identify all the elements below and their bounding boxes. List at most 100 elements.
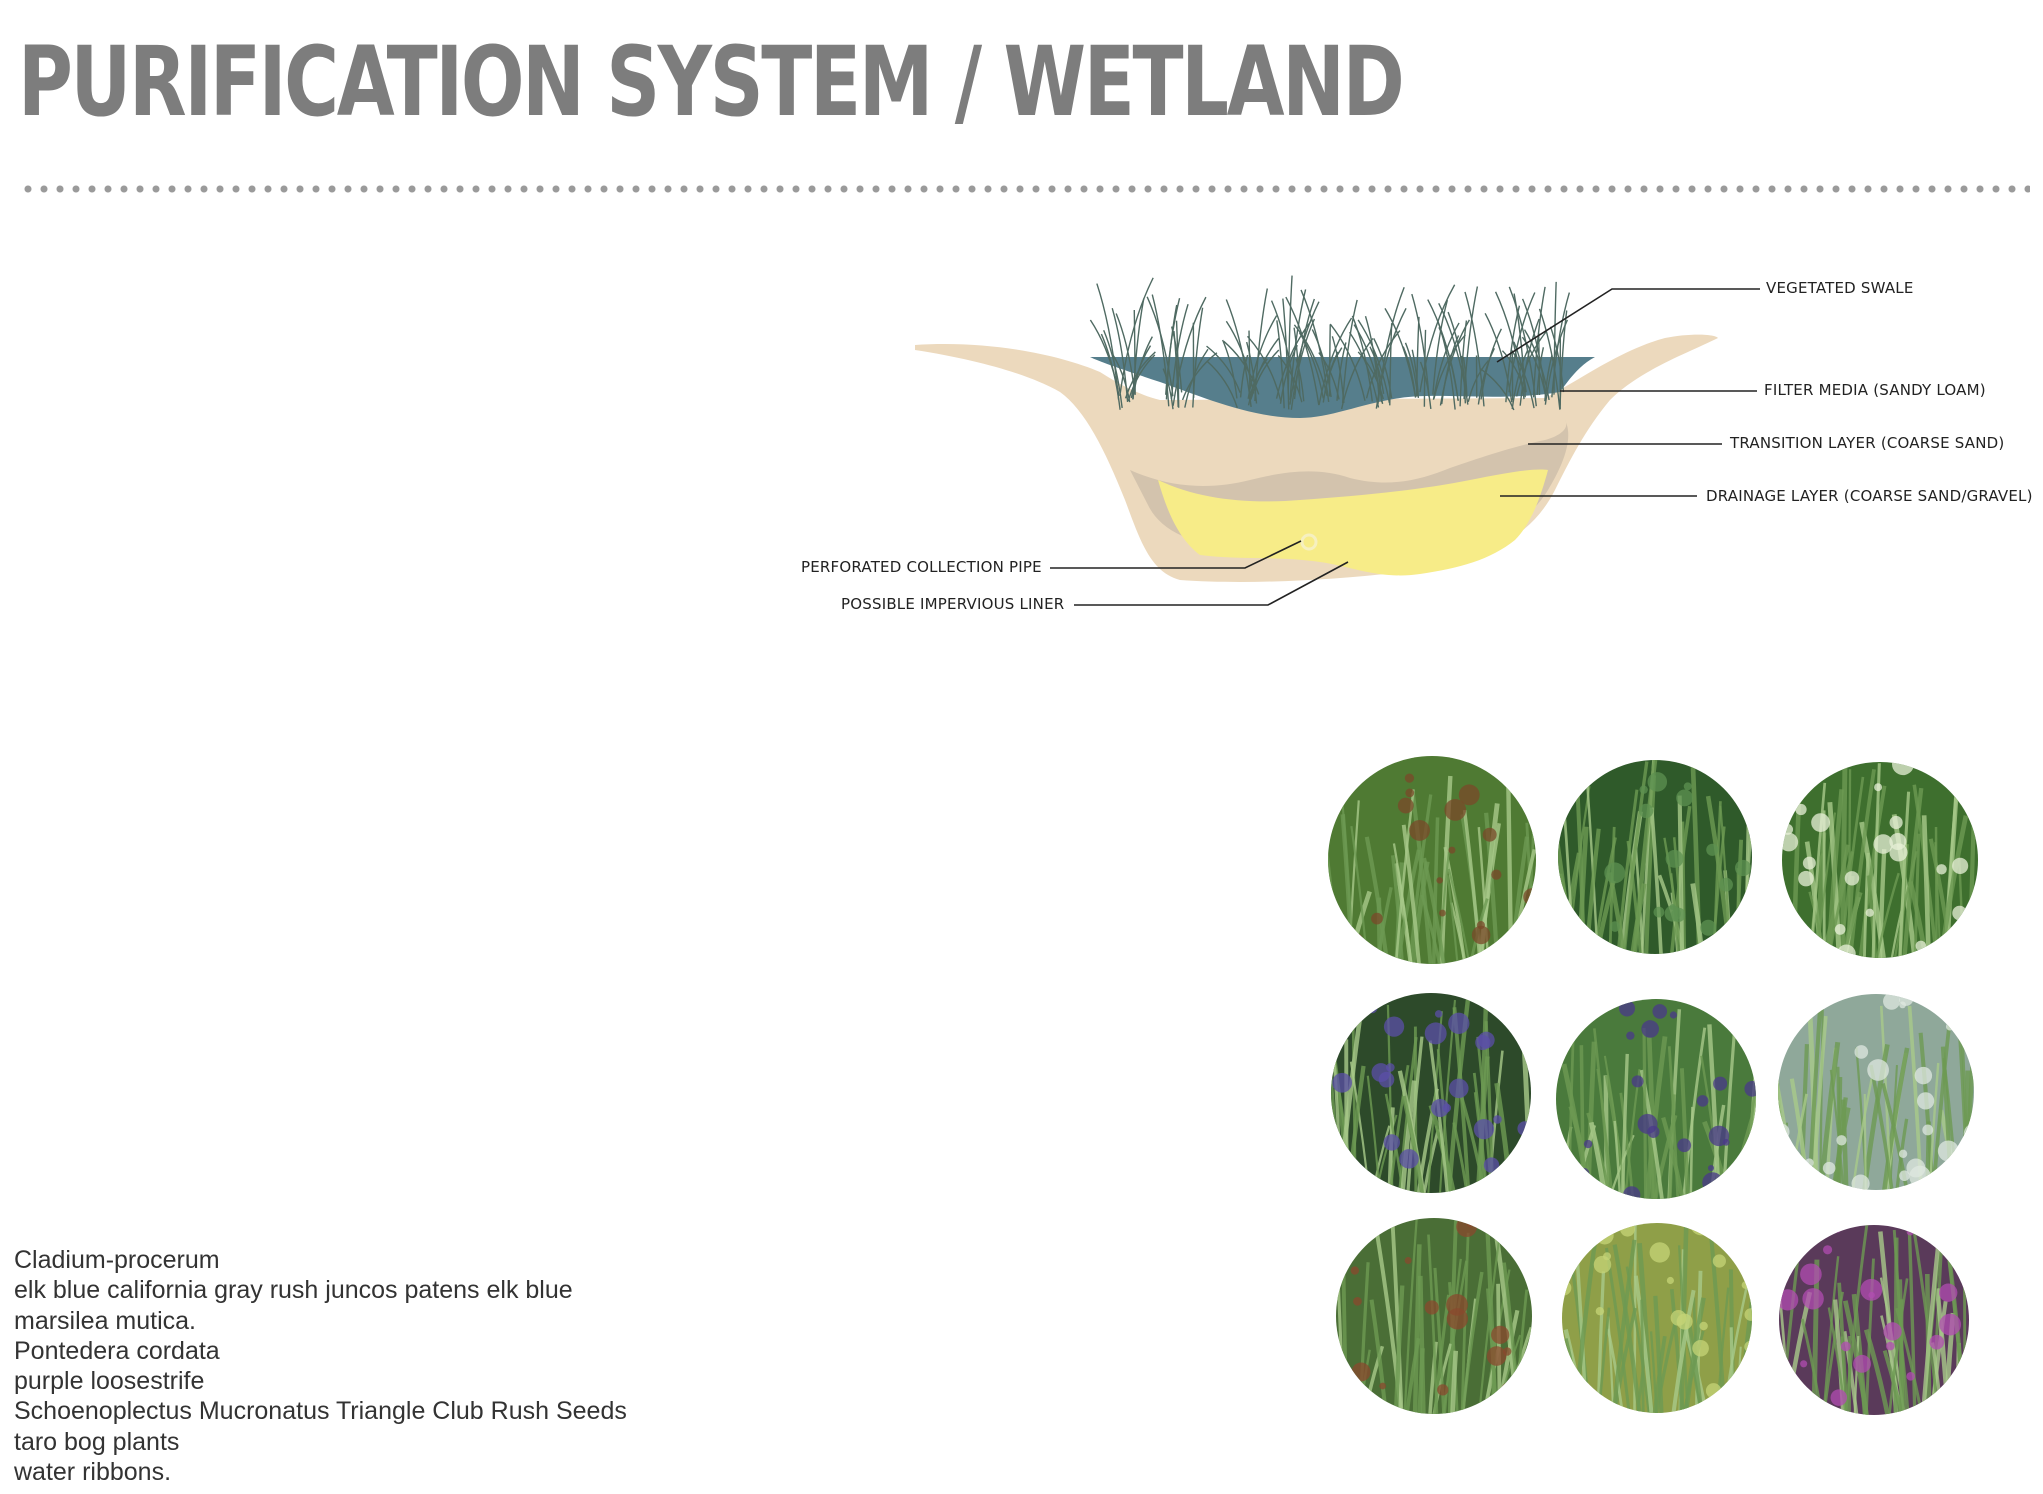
grass-blade bbox=[1402, 346, 1417, 397]
grass-blade bbox=[1119, 277, 1154, 393]
grass-blade bbox=[1239, 354, 1249, 398]
grass-blade bbox=[1285, 296, 1320, 406]
dotted-divider bbox=[20, 184, 2030, 194]
grass-blade bbox=[1537, 332, 1541, 396]
grass-blade bbox=[1287, 275, 1293, 394]
grass-blade bbox=[1172, 296, 1207, 406]
page-title: PURIFICATION SYSTEM / WETLAND bbox=[18, 26, 1405, 138]
grass-blade bbox=[1357, 319, 1391, 404]
taro-leaf-icon bbox=[1558, 760, 1752, 954]
leader-line bbox=[1496, 288, 1760, 363]
grass-blade bbox=[1513, 341, 1527, 393]
grass-blade bbox=[1404, 342, 1419, 395]
grass-blade bbox=[1377, 286, 1405, 405]
grass-blade bbox=[1181, 352, 1218, 401]
grass-blade bbox=[1480, 328, 1503, 400]
grass-blade bbox=[1369, 346, 1385, 394]
grass-blade bbox=[1162, 368, 1174, 410]
grass-blade bbox=[1270, 300, 1296, 395]
plant-name: Schoenoplectus Mucronatus Triangle Club … bbox=[14, 1397, 627, 1426]
leader-line bbox=[1050, 540, 1302, 569]
grass-blade bbox=[1432, 299, 1449, 395]
grass-blade bbox=[1364, 315, 1380, 395]
grass-blade bbox=[1419, 361, 1432, 410]
drainage-layer bbox=[1158, 469, 1548, 576]
grass-blade bbox=[1295, 358, 1305, 402]
grass-blade bbox=[1544, 354, 1553, 402]
grass-blade bbox=[1357, 351, 1384, 400]
pickerelweed-icon bbox=[1331, 993, 1531, 1193]
grass-blade bbox=[1329, 323, 1366, 401]
grass-blade bbox=[1254, 288, 1268, 402]
grass-blade bbox=[1519, 318, 1540, 406]
grass-blade bbox=[1373, 338, 1393, 399]
label-vegetated-swale: VEGETATED SWALE bbox=[1766, 279, 1914, 297]
grass-blade bbox=[1551, 292, 1571, 398]
grass-blade bbox=[1484, 312, 1513, 403]
grass-blade bbox=[1103, 329, 1123, 408]
grass-blade bbox=[1411, 349, 1420, 398]
rush-grass-icon bbox=[1328, 756, 1536, 964]
plant-name: elk blue california gray rush juncos pat… bbox=[14, 1276, 573, 1305]
grass-blade bbox=[1175, 320, 1180, 408]
label-collection-pipe: PERFORATED COLLECTION PIPE bbox=[801, 558, 1042, 576]
vegetation-grass bbox=[1089, 275, 1571, 411]
grass-blade bbox=[1318, 352, 1340, 400]
grass-blade bbox=[1515, 331, 1547, 397]
grass-blade bbox=[1341, 299, 1358, 404]
grass-blade bbox=[1441, 335, 1460, 405]
grass-blade bbox=[1246, 335, 1282, 402]
grass-blade bbox=[1553, 281, 1557, 395]
grass-blade bbox=[1510, 349, 1535, 409]
grass-blade bbox=[1436, 319, 1456, 410]
grass-blade bbox=[1275, 320, 1312, 399]
grass-blade bbox=[1250, 349, 1280, 400]
grass-blade bbox=[1433, 334, 1466, 399]
grass-blade bbox=[1447, 311, 1468, 394]
grass-blade bbox=[1477, 348, 1495, 405]
leader-line bbox=[1074, 561, 1349, 606]
grass-blade bbox=[1089, 319, 1120, 397]
club-rush-icon bbox=[1336, 1218, 1532, 1414]
plant-name: marsilea mutica. bbox=[14, 1306, 196, 1335]
grass-blade bbox=[1248, 330, 1251, 393]
grass-blade bbox=[1423, 329, 1427, 407]
label-drainage-layer: DRAINAGE LAYER (COARSE SAND/GRAVEL) bbox=[1706, 487, 2033, 505]
grass-blade bbox=[1206, 345, 1241, 393]
plant-name: water ribbons. bbox=[14, 1458, 172, 1487]
grass-blade bbox=[1279, 344, 1298, 404]
grass-blade bbox=[1111, 307, 1129, 402]
grass-blade bbox=[1124, 351, 1156, 399]
grass-blade bbox=[1351, 315, 1373, 402]
plant-name: Pontedera cordata bbox=[14, 1336, 220, 1365]
water-ribbon-icon bbox=[1782, 762, 1978, 958]
plant-name: purple loosestrife bbox=[14, 1367, 205, 1396]
grass-blade bbox=[1549, 326, 1565, 393]
grass-blade bbox=[1225, 320, 1255, 394]
grass-blade bbox=[1184, 348, 1209, 408]
grass-blade bbox=[1298, 332, 1324, 399]
grass-blade bbox=[1322, 351, 1339, 403]
callout-leader-lines bbox=[1050, 288, 1760, 606]
grass-blade bbox=[1293, 298, 1316, 400]
grass-blade bbox=[1132, 298, 1145, 400]
plant-name: taro bog plants bbox=[14, 1427, 180, 1456]
plant-species-list: Cladium-procerum elk blue california gra… bbox=[14, 1245, 627, 1487]
label-filter-media: FILTER MEDIA (SANDY LOAM) bbox=[1764, 381, 1986, 399]
grass-blade bbox=[1318, 317, 1353, 406]
grass-blade bbox=[1432, 322, 1460, 400]
grass-blade bbox=[1165, 298, 1181, 395]
grass-blade bbox=[1151, 294, 1170, 407]
grass-blade bbox=[1247, 337, 1280, 406]
loosestrife-icon bbox=[1779, 1225, 1969, 1415]
grass-blade bbox=[1293, 327, 1301, 396]
iris-icon bbox=[1556, 999, 1756, 1199]
grass-blade bbox=[1411, 293, 1430, 397]
grass-blade bbox=[1127, 354, 1156, 402]
grass-blade bbox=[1538, 308, 1561, 410]
water-clover-icon bbox=[1562, 1223, 1752, 1413]
grass-blade bbox=[1508, 292, 1536, 393]
perforated-pipe-icon bbox=[1300, 533, 1318, 551]
grass-blade bbox=[1206, 360, 1238, 409]
